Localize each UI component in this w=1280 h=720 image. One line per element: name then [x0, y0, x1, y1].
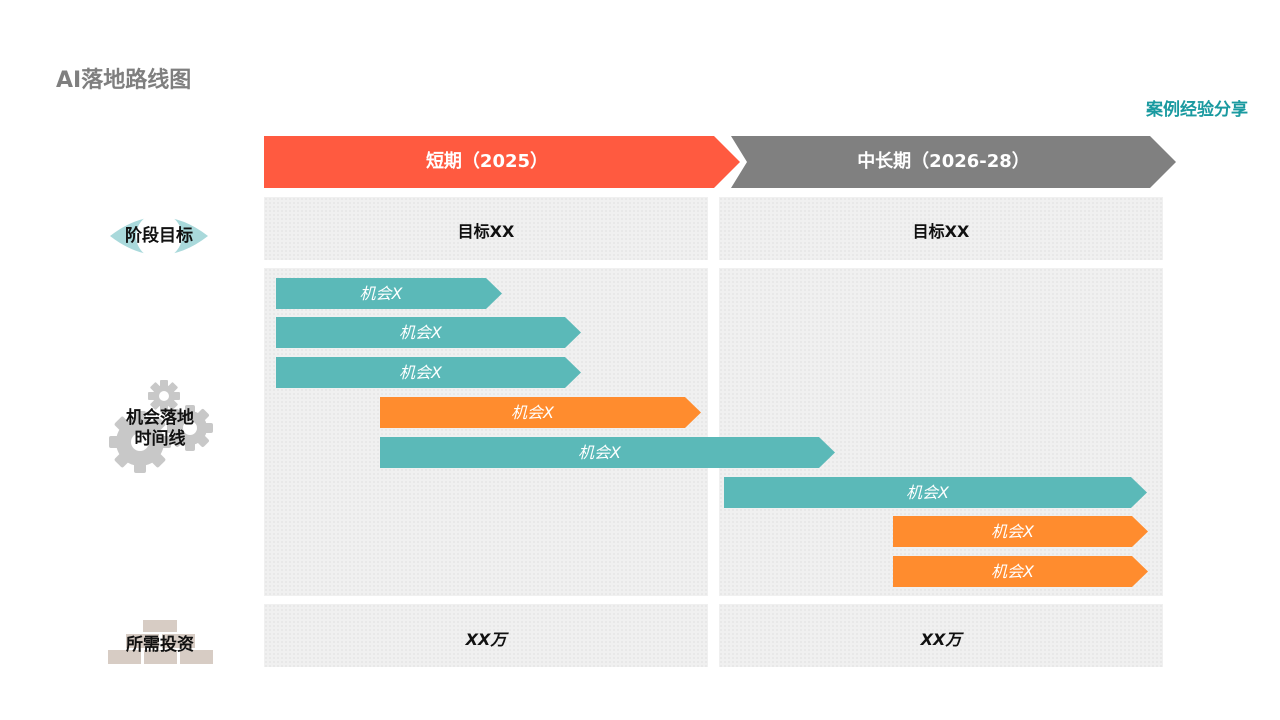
- goal-cell-short: 目标XX: [264, 197, 708, 260]
- phase-arrow-shape: [264, 136, 740, 188]
- row-label-investment: 所需投资: [126, 635, 194, 655]
- opportunity-bar: 机会X: [276, 317, 581, 348]
- gears-icon: [109, 380, 213, 473]
- opportunity-bar: 机会X: [893, 556, 1148, 587]
- opportunity-label: 机会X: [578, 443, 621, 462]
- page-subtitle: 案例经验分享: [1146, 100, 1248, 120]
- investment-cell-mid: XX万: [719, 604, 1163, 667]
- opportunity-bar: 机会X: [893, 516, 1148, 547]
- row-label-goal: 阶段目标: [125, 226, 193, 246]
- row-label-timeline-line2: 时间线: [134, 429, 186, 449]
- opportunity-bar: 机会X: [380, 397, 701, 428]
- opportunity-label: 机会X: [511, 403, 554, 422]
- bricks-icon: [108, 620, 213, 664]
- goal-mid-text: 目标XX: [912, 222, 970, 241]
- goal-cell-mid: 目标XX: [719, 197, 1163, 260]
- phase-short-term-label: 短期（2025）: [425, 151, 549, 172]
- investment-mid-text: XX万: [920, 630, 962, 649]
- phase-mid-long-term: 中长期（2026-28）: [731, 136, 1176, 188]
- investment-cell-short: XX万: [264, 604, 708, 667]
- phase-short-term: 短期（2025）: [264, 136, 740, 188]
- goal-short-text: 目标XX: [457, 222, 515, 241]
- phase-arrow-shape: [731, 136, 1176, 188]
- page-title: AI落地路线图: [56, 68, 192, 93]
- opportunity-bar: 机会X: [380, 437, 835, 468]
- opportunity-label: 机会X: [359, 284, 403, 303]
- row-label-timeline-line1: 机会落地: [126, 408, 194, 428]
- row-label-timeline: 机会落地 时间线: [104, 408, 216, 450]
- investment-short-text: XX万: [465, 630, 507, 649]
- opportunity-label: 机会X: [399, 323, 442, 342]
- eye-icon: [110, 213, 208, 259]
- opportunity-label: 机会X: [906, 483, 949, 502]
- opportunity-label: 机会X: [991, 562, 1034, 581]
- phase-mid-long-term-label: 中长期（2026-28）: [857, 151, 1030, 172]
- opportunity-label: 机会X: [991, 522, 1034, 541]
- opportunity-bar: 机会X: [276, 357, 581, 388]
- opportunity-label: 机会X: [399, 363, 442, 382]
- opportunity-bar: 机会X: [276, 278, 502, 309]
- opportunity-bar: 机会X: [724, 477, 1147, 508]
